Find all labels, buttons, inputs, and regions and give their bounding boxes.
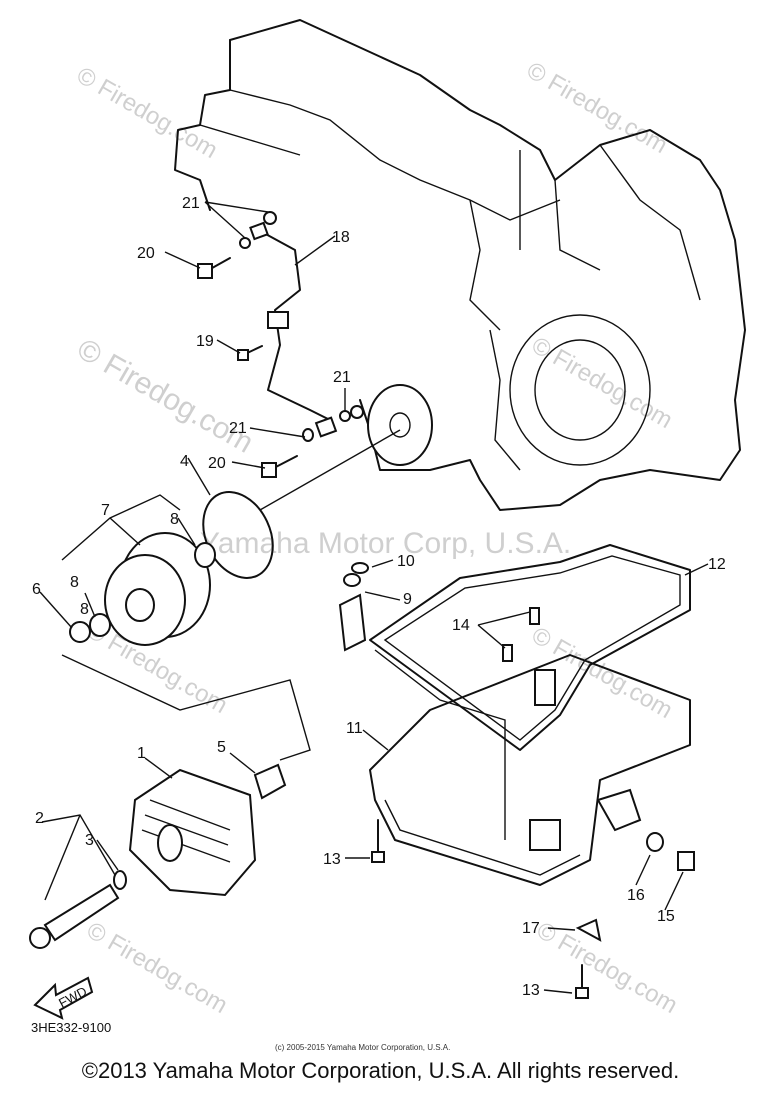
callout-3: 3 xyxy=(85,832,94,849)
small-copyright: (c) 2005-2015 Yamaha Motor Corporation, … xyxy=(275,1043,450,1052)
watermark-firedog: © Firedog.com xyxy=(527,332,677,434)
callout-19: 19 xyxy=(196,333,214,350)
dowel-pins xyxy=(502,607,540,662)
part-code: 3HE332-9100 xyxy=(31,1020,111,1035)
oil-pan xyxy=(369,544,691,886)
callout-14: 14 xyxy=(452,617,470,634)
bolts xyxy=(197,257,298,478)
oil-pipe xyxy=(239,211,364,442)
callout-13: 13 xyxy=(323,851,341,868)
callout-13: 13 xyxy=(522,982,540,999)
watermark-firedog: © Firedog.com xyxy=(532,917,682,1019)
callout-21: 21 xyxy=(229,420,247,437)
callout-20: 20 xyxy=(208,455,226,472)
oil-filter-cover xyxy=(128,763,287,897)
callout-6: 6 xyxy=(32,581,41,598)
callout-15: 15 xyxy=(657,908,675,925)
callout-21: 21 xyxy=(333,369,351,386)
union-bolt xyxy=(29,870,127,949)
callout-8: 8 xyxy=(80,601,89,618)
fwd-arrow-icon: FWD xyxy=(33,976,94,1020)
watermark-firedog: © Firedog.com xyxy=(72,62,222,164)
engine-block xyxy=(174,19,746,511)
callout-17: 17 xyxy=(522,920,540,937)
callout-20: 20 xyxy=(137,245,155,262)
watermark-firedog: © Firedog.com xyxy=(522,57,672,159)
callout-18: 18 xyxy=(332,229,350,246)
watermark-firedog: © Firedog.com xyxy=(72,332,259,459)
callout-8: 8 xyxy=(170,511,179,528)
callout-5: 5 xyxy=(217,739,226,756)
callout-1: 1 xyxy=(137,745,146,762)
callout-16: 16 xyxy=(627,887,645,904)
leader-lines xyxy=(39,201,709,994)
callout-21: 21 xyxy=(182,195,200,212)
callout-2: 2 xyxy=(35,810,44,827)
oil-filter-mount xyxy=(202,384,433,579)
pan-bolts xyxy=(371,819,695,999)
watermark-firedog: © Firedog.com xyxy=(82,917,232,1019)
fwd-label: FWD xyxy=(56,984,89,1011)
callout-7: 7 xyxy=(101,502,110,519)
watermark-yamaha: Yamaha Motor Corp, U.S.A. xyxy=(200,527,571,560)
callouts: 21 18 20 19 21 21 20 4 7 8 8 6 8 10 9 12… xyxy=(32,195,726,999)
callout-9: 9 xyxy=(403,591,412,608)
oil-filter-element xyxy=(69,532,216,646)
callout-10: 10 xyxy=(397,553,415,570)
callout-12: 12 xyxy=(708,556,726,573)
copyright-footer: ©2013 Yamaha Motor Corporation, U.S.A. A… xyxy=(81,1058,680,1083)
strainer xyxy=(338,562,369,652)
callout-4: 4 xyxy=(180,453,189,470)
callout-8: 8 xyxy=(70,574,79,591)
callout-11: 11 xyxy=(346,720,363,737)
